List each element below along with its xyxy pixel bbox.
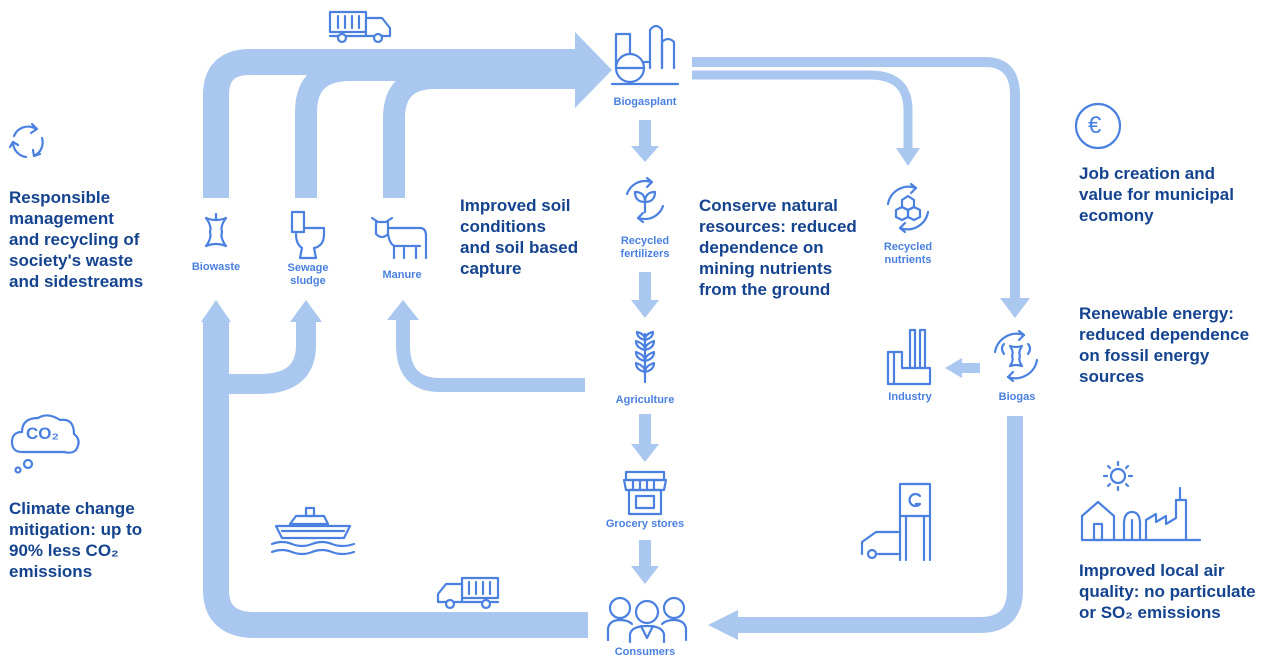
label-manure: Manure <box>382 269 422 281</box>
ship-icon <box>270 506 356 556</box>
label-biowaste: Biowaste <box>191 261 241 273</box>
arrowhead-biowaste <box>201 300 231 322</box>
label-consumers: Consumers <box>614 646 676 658</box>
flow-consumers-to-sludge <box>222 318 316 394</box>
factory-icon <box>886 328 932 386</box>
arrowhead-industry <box>945 358 962 378</box>
truck-icon <box>436 576 500 610</box>
label-recycled-fertilizers: Recycled fertilizers <box>620 235 670 260</box>
label-grocery-stores: Grocery stores <box>605 518 685 530</box>
co2-cloud-label: CO₂ <box>26 424 60 443</box>
flow-plant-to-nutrients <box>692 70 913 150</box>
toilet-icon <box>290 210 326 260</box>
label-industry: Industry <box>888 391 932 403</box>
arrowhead-nutrients <box>896 148 920 166</box>
benefit-responsible-management: Responsible management and recycling of … <box>9 188 144 291</box>
benefit-job-creation: Job creation and value for municipal eco… <box>1079 164 1234 225</box>
biogas-plant-icon <box>610 24 680 86</box>
benefit-conserve-resources: Conserve natural resources: reduced depe… <box>699 196 857 299</box>
flow-biogas-to-consumers <box>735 416 1023 633</box>
flow-sludge-to-plant <box>295 59 585 198</box>
benefit-renewable-energy: Renewable energy: reduced dependence on … <box>1079 304 1250 386</box>
label-sewage-sludge: Sewage sludge <box>287 262 329 287</box>
benefit-local-air-quality: Improved local air quality: no particula… <box>1079 561 1256 622</box>
arrowhead-agriculture <box>631 300 659 318</box>
town-sun-icon <box>1080 460 1202 542</box>
arrowhead-biogas <box>1000 298 1030 318</box>
arrowhead-fertilizers <box>631 146 659 162</box>
arrowhead-plant <box>575 32 612 108</box>
flow-manure-to-plant <box>383 67 585 198</box>
gas-station-car-icon <box>860 482 932 562</box>
flow-plant-to-biogas <box>692 57 1020 300</box>
co2-cloud-icon <box>10 414 80 474</box>
recycle-icon <box>8 122 44 159</box>
label-agriculture: Agriculture <box>615 394 675 406</box>
truck-icon <box>328 10 392 44</box>
apple-core-icon <box>204 212 228 248</box>
label-biogas: Biogas <box>998 391 1036 403</box>
molecule-recycle-icon <box>886 182 930 234</box>
arrowhead-manure <box>387 300 419 320</box>
wheat-icon <box>634 330 656 384</box>
arrowhead-consumers-left <box>708 610 738 640</box>
label-biogasplant: Biogasplant <box>613 96 677 108</box>
sprout-recycle-icon <box>625 176 665 224</box>
flow-consumers-to-biowaste <box>203 318 588 638</box>
arrowhead-grocery <box>631 444 659 462</box>
euro-symbol: € <box>1088 112 1102 139</box>
flow-agriculture-to-manure <box>396 318 585 392</box>
store-icon <box>622 470 668 516</box>
benefit-climate-change: Climate change mitigation: up to 90% les… <box>9 499 143 581</box>
arrowhead-sludge <box>290 300 322 322</box>
cow-icon <box>370 216 428 260</box>
arrowhead-consumers <box>631 566 659 584</box>
people-icon <box>606 596 688 644</box>
label-recycled-nutrients: Recycled nutrients <box>883 241 933 266</box>
euro-coin-icon <box>1074 102 1122 150</box>
biogas-recycle-icon <box>993 329 1039 383</box>
benefit-soil-conditions: Improved soil conditions and soil based … <box>460 196 579 278</box>
flow-biowaste-to-plant <box>203 49 585 198</box>
